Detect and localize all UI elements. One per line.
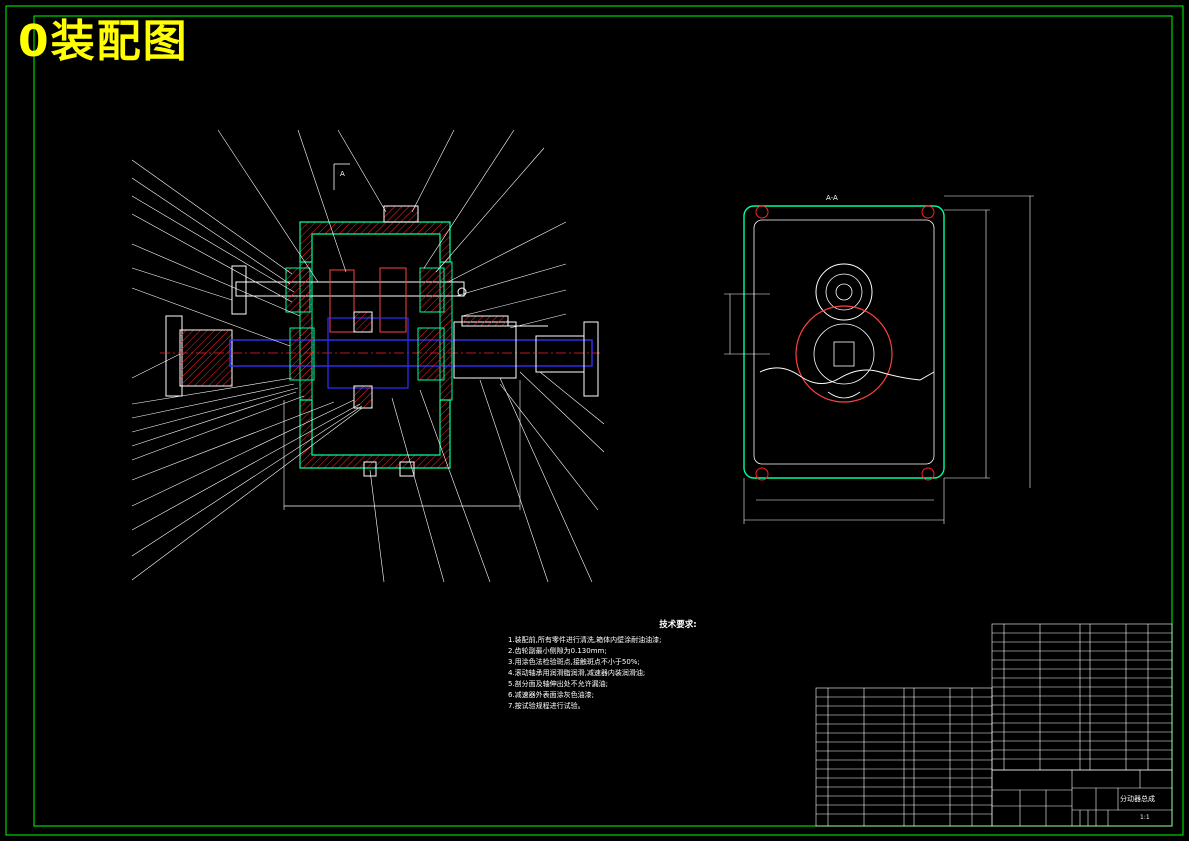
tech-line: 6.减速器外表面涂灰色油漆;	[508, 691, 595, 699]
tech-line: 3.用涂色法检验斑点,接触斑点不小于50%;	[508, 658, 640, 666]
drain-plug	[363, 461, 377, 477]
upper-shaft	[235, 281, 465, 297]
break-line	[759, 367, 935, 384]
side-bolt-bl	[755, 467, 769, 481]
upper-gear-right	[379, 267, 407, 333]
outer-frame	[5, 5, 1184, 836]
housing-wall	[299, 221, 451, 263]
section-label: A-A	[826, 194, 838, 202]
drain-boss	[827, 391, 861, 399]
view-marker: A	[340, 170, 345, 178]
scale-label: 1:1	[1140, 814, 1150, 821]
technical-requirements: 技术要求: 1.装配前,所有零件进行清洗,箱体内壁涂耐油油漆; 2.齿轮副最小侧…	[508, 620, 808, 712]
tech-line: 5.剖分面及轴伸出处不允许漏油;	[508, 680, 609, 688]
side-view	[724, 195, 1034, 524]
title-block	[991, 769, 1173, 827]
input-hub	[179, 329, 233, 387]
lower-gear-hatch-bottom	[353, 385, 373, 409]
parts-list-upper	[991, 623, 1173, 771]
lower-gear-inner	[813, 323, 875, 385]
lower-bearing-right	[417, 327, 445, 381]
upper-bearing-right	[419, 267, 445, 313]
tech-line: 2.齿轮副最小侧隙为0.130mm;	[508, 647, 607, 655]
main-section-view	[160, 163, 600, 510]
parts-list-lower	[815, 687, 993, 827]
upper-gear-circle	[815, 263, 873, 321]
lower-gear-hatch-left	[353, 311, 373, 333]
side-bolt-tl	[755, 205, 769, 219]
drawing-name: 分动器总成	[1120, 795, 1155, 803]
lower-bearing-left	[289, 327, 315, 381]
lower-gear-circle	[795, 305, 893, 403]
upper-gear-inner	[825, 273, 863, 311]
upper-bearing-left	[285, 267, 311, 313]
sheet-title: 0装配图	[18, 16, 189, 67]
tech-line: 4.滚动轴承用润滑脂润滑,减速器内装润滑油;	[508, 669, 646, 677]
tech-line: 1.装配前,所有零件进行清洗,箱体内壁涂耐油油漆;	[508, 636, 662, 644]
output-flange	[583, 321, 599, 397]
clutch-sleeve	[453, 321, 517, 379]
lower-shaft-key	[833, 341, 855, 367]
side-housing-outer	[743, 205, 945, 479]
upper-bolt	[457, 287, 467, 297]
upper-gear-left	[329, 269, 355, 333]
inner-frame	[33, 15, 1173, 827]
leader-lines	[131, 129, 605, 583]
side-housing-inner	[753, 219, 935, 465]
shift-fork	[461, 315, 509, 327]
tech-heading: 技术要求:	[659, 620, 697, 630]
tech-line: 7.按试验规程进行试验。	[508, 702, 585, 710]
upper-flange	[231, 265, 247, 315]
side-bolt-tr	[921, 205, 935, 219]
side-bolt-br	[921, 467, 935, 481]
upper-shaft-bore	[835, 283, 853, 301]
breather-plug	[383, 205, 419, 223]
drain-plug-right	[399, 461, 415, 477]
